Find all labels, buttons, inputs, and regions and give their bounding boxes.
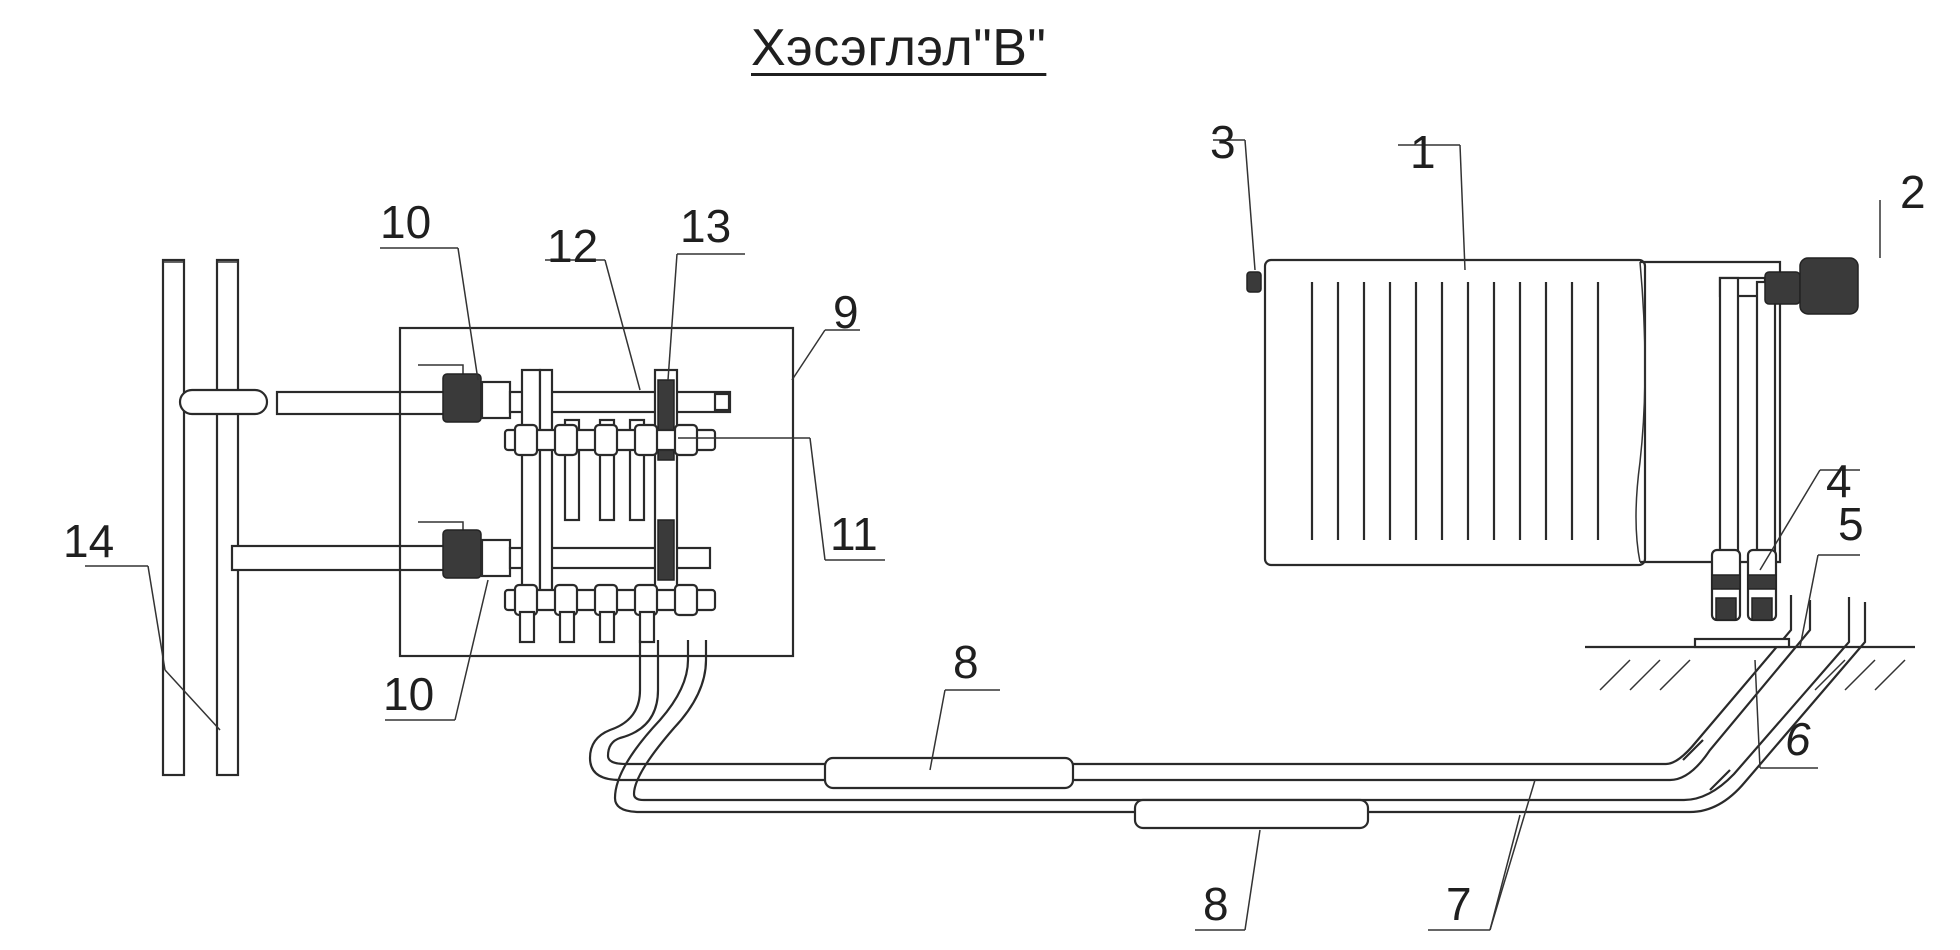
floor-line [1585, 637, 1915, 691]
label-14: 14 [63, 515, 114, 567]
supply-return-pipes [178, 388, 454, 572]
label-2: 2 [1900, 166, 1926, 218]
label-12: 12 [547, 220, 598, 272]
label-9: 9 [833, 286, 859, 338]
label-8-top: 8 [953, 636, 979, 688]
callout-labels: 1 2 3 4 5 6 7 8 8 9 10 10 11 12 13 14 [63, 116, 1926, 930]
manifold-cabinet [398, 326, 795, 658]
radiator-valve-block [1710, 548, 1778, 622]
riser-pipes [161, 258, 240, 777]
label-5: 5 [1838, 498, 1864, 550]
label-10-top: 10 [380, 196, 431, 248]
thermostatic-head [1718, 257, 1859, 568]
label-4: 4 [1826, 455, 1852, 507]
label-6: 6 [1785, 713, 1811, 765]
label-11: 11 [830, 508, 878, 560]
label-13: 13 [680, 200, 731, 252]
underfloor-pipes [588, 595, 1867, 814]
label-1: 1 [1410, 126, 1436, 178]
radiator [1246, 258, 1782, 567]
leader-lines [85, 139, 1881, 931]
diagram-title: Хэсэглэл"B" [751, 19, 1047, 77]
pipe-sleeves [823, 756, 1370, 830]
manifold [418, 364, 732, 644]
label-10-bottom: 10 [383, 668, 434, 720]
radiator-fins [1310, 282, 1600, 540]
label-3: 3 [1210, 116, 1236, 168]
label-8-bottom: 8 [1203, 878, 1229, 930]
label-7: 7 [1446, 878, 1472, 930]
